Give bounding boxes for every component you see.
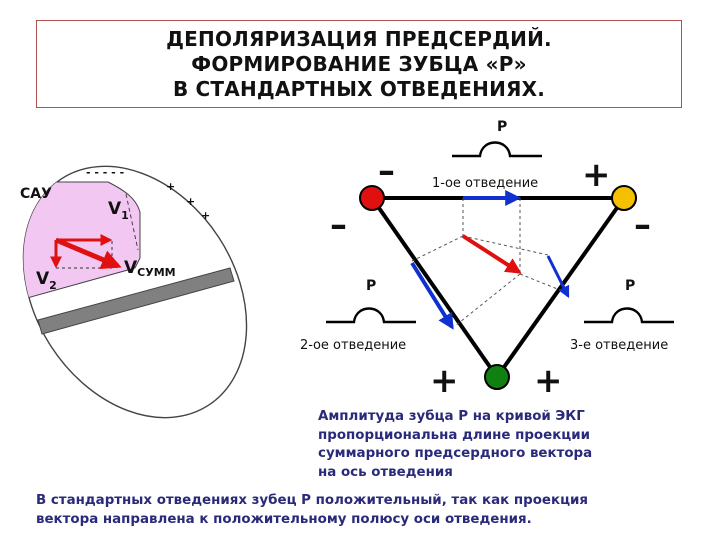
- v1-label: V1: [108, 199, 129, 222]
- p-wave-left-curve: [326, 307, 416, 324]
- title-box: ДЕПОЛЯРИЗАЦИЯ ПРЕДСЕРДИЙ. ФОРМИРОВАНИЕ З…: [36, 20, 682, 108]
- p-wave-right-curve: [584, 307, 674, 324]
- footer-line-2: вектора направлена к положительному полю…: [36, 512, 532, 527]
- red-electrode: [359, 185, 385, 211]
- vsum-label: VСУММ: [124, 258, 176, 279]
- projection-guide-4: [454, 273, 521, 327]
- note-line-1: Амплитуда зубца Р на кривой ЭКГ: [318, 409, 585, 424]
- vector-sum-arrow: [55, 237, 122, 270]
- p-wave-left-label: Р: [366, 278, 376, 294]
- projection-guide-3: [409, 235, 464, 263]
- title-line-3: В СТАНДАРТНЫХ ОТВЕДЕНИЯХ.: [172, 76, 546, 101]
- plus-sign-2: +: [186, 195, 195, 208]
- atrial-vector-arrow: [461, 234, 522, 274]
- lead-1-label: 1-ое отведение: [432, 176, 538, 191]
- p-wave-right-label: Р: [625, 278, 635, 294]
- amplitude-note: Амплитуда зубца Р на кривой ЭКГ пропорци…: [318, 408, 688, 482]
- projection-guide-5: [462, 235, 549, 256]
- projection-lead-2-arrow: [410, 261, 454, 330]
- heart-schematic: САУ - - - - - + + + V1 V2 VСУММ: [19, 165, 248, 419]
- septum-bar: [37, 267, 235, 335]
- plus-bottom-left: +: [430, 361, 459, 401]
- plus-bottom-right: +: [534, 361, 563, 401]
- title-line-2: ФОРМИРОВАНИЕ ЗУБЦА «Р»: [191, 51, 527, 76]
- plus-sign-3: +: [201, 209, 210, 222]
- plus-sign-1: +: [166, 180, 175, 193]
- plus-top-right: +: [582, 155, 611, 195]
- sau-label: САУ: [20, 186, 52, 202]
- minus-right: –: [634, 205, 651, 245]
- p-wave-top-curve: [452, 141, 542, 158]
- atrium-dashed-border: [125, 193, 139, 251]
- footer-line-1: В стандартных отведениях зубец Р положит…: [36, 493, 588, 508]
- minus-signs: - - - - -: [86, 166, 124, 179]
- minus-top-left: –: [378, 151, 395, 191]
- footer-conclusion: В стандартных отведениях зубец Р положит…: [36, 491, 716, 529]
- minus-left: –: [330, 205, 347, 245]
- projection-lead-3-arrow: [546, 255, 570, 299]
- lead-2-label: 2-ое отведение: [300, 338, 406, 353]
- green-electrode: [484, 364, 510, 390]
- yellow-electrode: [611, 185, 637, 211]
- note-line-2: пропорциональна длине проекции: [318, 427, 590, 443]
- note-line-4: на ось отведения: [318, 464, 453, 480]
- lead-3-label: 3-е отведение: [570, 338, 668, 353]
- p-wave-top-label: Р: [497, 119, 507, 135]
- title-line-1: ДЕПОЛЯРИЗАЦИЯ ПРЕДСЕРДИЙ.: [166, 26, 552, 51]
- lead-2-axis: [370, 196, 499, 379]
- v2-label: V2: [36, 269, 57, 292]
- note-line-3: суммарного предсердного вектора: [318, 446, 593, 461]
- einthoven-triangle: – + – – + + 1-ое отведение 2-ое отведени…: [300, 119, 674, 401]
